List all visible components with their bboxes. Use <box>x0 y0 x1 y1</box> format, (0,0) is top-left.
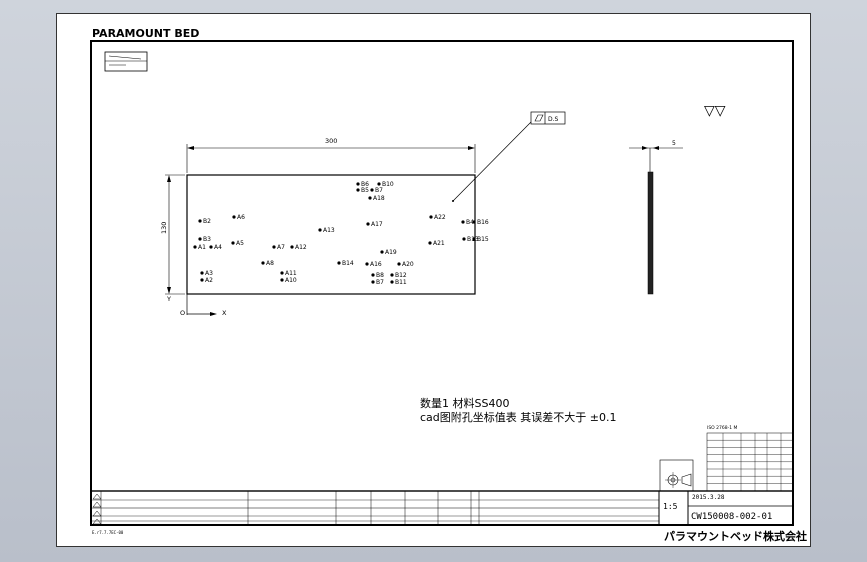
hole-label: A3 <box>205 270 213 277</box>
revision-stamp <box>104 51 148 72</box>
hole-label: A13 <box>323 227 335 234</box>
hole-marker <box>380 250 384 254</box>
hole-label: B5 <box>361 187 369 194</box>
title-block: 1:5 2015.3.28 CW150008-002-01 <box>90 490 794 526</box>
company-name-jp: パラマウントベッド株式会社 <box>664 529 807 543</box>
projection-symbol <box>659 459 694 492</box>
hole-label: A11 <box>285 270 297 277</box>
hole-marker <box>209 245 213 249</box>
hole-label: A20 <box>402 261 414 268</box>
hole-label: B15 <box>477 236 489 243</box>
date-value: 2015.3.28 <box>692 494 725 501</box>
hole-label: B16 <box>477 219 489 226</box>
hole-label: B10 <box>382 181 394 188</box>
hole-marker <box>200 278 204 282</box>
hole-label: A17 <box>371 221 383 228</box>
hole-label: A10 <box>285 277 297 284</box>
hole-marker <box>366 222 370 226</box>
hole-marker <box>390 280 394 284</box>
thickness-label: 5 <box>672 140 676 147</box>
hole-label: B2 <box>203 218 211 225</box>
hole-marker <box>371 273 375 277</box>
hole-label: A7 <box>277 244 285 251</box>
coordinate-axes: O X Y <box>166 294 227 317</box>
hole-marker <box>198 237 202 241</box>
drawing-sheet: PARAMOUNT BED 300 <box>56 13 811 547</box>
hole-label: A16 <box>370 261 382 268</box>
hole-label: A12 <box>295 244 307 251</box>
hole-label: B4 <box>466 219 474 226</box>
side-view: 5 <box>629 140 683 295</box>
hole-marker <box>428 241 432 245</box>
hole-label: B8 <box>376 272 384 279</box>
hole-marker <box>429 215 433 219</box>
hole-marker <box>461 220 465 224</box>
tolerance-table-title: ISO 2768-1 M <box>707 425 738 431</box>
y-axis-label: Y <box>166 295 171 303</box>
hole-marker <box>397 262 401 266</box>
hole-label: A2 <box>205 277 213 284</box>
hole-marker <box>272 245 276 249</box>
tolerance-table: ISO 2768-1 M <box>706 425 794 492</box>
hole-marker <box>356 182 360 186</box>
hole-marker <box>193 245 197 249</box>
hole-marker <box>390 273 394 277</box>
hole-label: B7 <box>376 279 384 286</box>
callout-label: D.S <box>548 116 559 123</box>
hole-label: B12 <box>395 272 407 279</box>
height-dimension: 130 <box>160 174 185 295</box>
hole-label: B3 <box>203 236 211 243</box>
datum-callout: D.S <box>452 111 566 202</box>
hole-label: B7 <box>375 187 383 194</box>
hole-marker <box>318 228 322 232</box>
hole-marker <box>337 261 341 265</box>
hole-marker <box>232 215 236 219</box>
width-dimension: 300 <box>186 137 476 173</box>
hole-marker <box>365 262 369 266</box>
hole-marker <box>290 245 294 249</box>
origin-label: O <box>180 309 185 317</box>
note-material: 数量1 材料SS400 <box>420 396 509 410</box>
scale-value: 1:5 <box>663 502 678 511</box>
hole-label: A19 <box>385 249 397 256</box>
width-dimension-label: 300 <box>325 137 337 145</box>
hole-label: A5 <box>236 240 244 247</box>
height-dimension-label: 130 <box>160 222 168 234</box>
hole-marker <box>356 188 360 192</box>
hole-label: B11 <box>395 279 407 286</box>
hole-marker <box>472 237 476 241</box>
hole-label: A8 <box>266 260 274 267</box>
surface-finish-symbol: ▽▽ <box>704 103 726 119</box>
hole-label: A6 <box>237 214 245 221</box>
hole-label: A4 <box>214 244 222 251</box>
hole-label: B6 <box>361 181 369 188</box>
hole-marker <box>371 280 375 284</box>
plate-outline <box>186 174 476 295</box>
hole-label: A18 <box>373 195 385 202</box>
hole-marker <box>280 278 284 282</box>
hole-label: A21 <box>433 240 445 247</box>
drawing-number: CW150008-002-01 <box>691 512 772 522</box>
note-tolerance: cad图附孔坐标值表 其误差不大于 ±0.1 <box>420 410 616 424</box>
company-title: PARAMOUNT BED <box>92 27 199 40</box>
hole-label: B14 <box>342 260 354 267</box>
hole-marker <box>370 188 374 192</box>
hole-label: A1 <box>198 244 206 251</box>
hole-marker <box>462 237 466 241</box>
hole-marker <box>200 271 204 275</box>
hole-marker <box>261 261 265 265</box>
bottom-left-code: E.r7.7.7EC-00 <box>92 530 124 535</box>
hole-marker <box>231 241 235 245</box>
hole-marker <box>198 219 202 223</box>
hole-marker <box>377 182 381 186</box>
hole-marker <box>280 271 284 275</box>
hole-marker <box>472 220 476 224</box>
x-axis-label: X <box>222 309 227 317</box>
hole-marker <box>368 196 372 200</box>
drawing-frame <box>90 40 794 526</box>
hole-layer: B6B10B5B7A18B2A6A17A22B4B16B3A13B13A1A4A… <box>193 181 489 286</box>
hole-label: A22 <box>434 214 446 221</box>
